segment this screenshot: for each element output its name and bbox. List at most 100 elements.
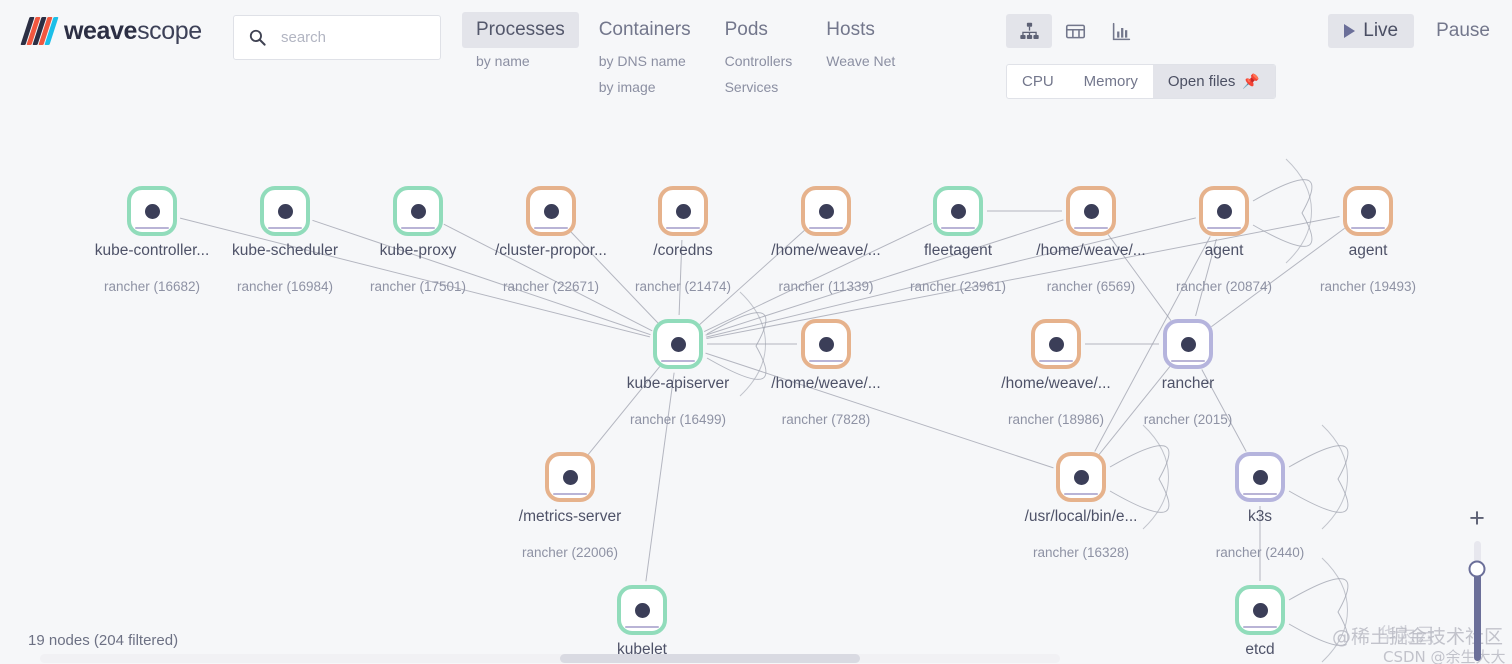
node-sublabel: rancher (17501) xyxy=(369,279,467,294)
node-shape xyxy=(617,585,667,635)
node-metric-bar xyxy=(401,226,435,229)
node-metric-bar xyxy=(1074,226,1108,229)
graph-self-loop-edge[interactable] xyxy=(1109,445,1170,513)
graph-edge[interactable] xyxy=(1201,369,1247,452)
pin-icon[interactable]: 📌 xyxy=(1242,73,1260,89)
graph-view-glyph xyxy=(1019,22,1039,39)
graph-node-home-weave-4[interactable]: /home/weave/...rancher (18986) xyxy=(1001,319,1111,427)
graph-edge[interactable] xyxy=(1098,366,1171,455)
topology-tab-pods[interactable]: Pods xyxy=(724,19,768,40)
node-sublabel: rancher (22671) xyxy=(502,279,600,294)
node-dot-icon xyxy=(410,203,426,219)
graph-edge[interactable] xyxy=(1195,238,1217,317)
zoom-slider-handle[interactable] xyxy=(1468,560,1486,578)
graph-edge[interactable] xyxy=(645,372,675,582)
graph-edge[interactable] xyxy=(570,231,659,324)
node-shape xyxy=(1343,186,1393,236)
graph-node-usr-local-bin[interactable]: /usr/local/bin/e...rancher (16328) xyxy=(1025,452,1137,560)
topology-subtab-services[interactable]: Services xyxy=(724,79,779,95)
graph-edge[interactable] xyxy=(587,366,661,455)
graph-node-home-weave-2[interactable]: /home/weave/...rancher (6569) xyxy=(1036,186,1146,294)
node-label: /usr/local/bin/e... xyxy=(1024,508,1138,525)
graph-node-home-weave-1[interactable]: /home/weave/...rancher (11339) xyxy=(771,186,881,294)
graph-self-loop-edge[interactable] xyxy=(1288,578,1349,646)
graph-self-loop-edge[interactable] xyxy=(1252,179,1313,247)
graph-edge[interactable] xyxy=(705,352,1054,469)
node-metric-bar xyxy=(809,226,843,229)
graph-edge[interactable] xyxy=(678,239,683,316)
graph-edge[interactable] xyxy=(1094,236,1211,452)
graph-node-etcd[interactable]: etcd xyxy=(1235,585,1285,658)
metric-tab-open-files[interactable]: Open files📌 xyxy=(1152,65,1275,98)
node-shape xyxy=(260,186,310,236)
node-shape xyxy=(1199,186,1249,236)
graph-edge[interactable] xyxy=(706,217,1196,338)
zoom-slider-track[interactable] xyxy=(1468,541,1486,661)
horizontal-scrollbar-thumb[interactable] xyxy=(560,654,860,663)
zoom-in-button[interactable]: + xyxy=(1469,503,1485,533)
node-label: kube-apiserver xyxy=(626,375,730,392)
graph-edge[interactable] xyxy=(699,230,805,325)
node-shape xyxy=(1056,452,1106,502)
topology-tab-processes[interactable]: Processes xyxy=(462,12,579,48)
topology-subtab-by-dns-name[interactable]: by DNS name xyxy=(598,53,686,69)
node-dot-icon xyxy=(1216,203,1232,219)
metric-tab-label: Memory xyxy=(1083,73,1138,90)
topology-tab-hosts[interactable]: Hosts xyxy=(826,19,875,40)
live-button[interactable]: Live xyxy=(1328,14,1415,48)
graph-edge[interactable] xyxy=(706,215,1340,340)
topology-subtab-by-image[interactable]: by image xyxy=(598,79,656,95)
node-dot-icon xyxy=(1073,469,1089,485)
graph-edge[interactable] xyxy=(312,219,651,336)
node-label: k3s xyxy=(1247,508,1273,525)
topology-subtab-weave-net[interactable]: Weave Net xyxy=(826,53,896,69)
node-count-status: 19 nodes (204 filtered) xyxy=(28,632,179,649)
node-metric-bar xyxy=(268,226,302,229)
zoom-control[interactable]: + xyxy=(1462,505,1492,661)
node-shape xyxy=(1235,452,1285,502)
search-box[interactable] xyxy=(233,15,441,60)
graph-node-fleetagent[interactable]: fleetagent rancher (23961) xyxy=(910,186,1006,294)
topology-subtab-by-name[interactable]: by name xyxy=(476,53,530,69)
graph-node-home-weave-3[interactable]: /home/weave/...rancher (7828) xyxy=(771,319,881,427)
graph-view-icon[interactable] xyxy=(1006,14,1052,48)
metric-tab-cpu[interactable]: CPU xyxy=(1007,65,1069,98)
graph-edge[interactable] xyxy=(179,217,651,338)
topology-tab-containers[interactable]: Containers xyxy=(598,19,691,40)
app-logo[interactable]: weavescope xyxy=(20,14,202,48)
horizontal-scrollbar[interactable] xyxy=(40,654,1060,663)
node-sublabel: rancher (23961) xyxy=(909,279,1007,294)
graph-edge[interactable] xyxy=(1211,227,1345,328)
node-label: kubelet xyxy=(617,641,667,658)
resource-view-icon[interactable] xyxy=(1098,14,1144,48)
search-input[interactable] xyxy=(279,28,430,47)
node-label: /home/weave/... xyxy=(1001,375,1111,392)
topology-subtab-controllers[interactable]: Controllers xyxy=(724,53,793,69)
graph-edge[interactable] xyxy=(1107,234,1172,321)
graph-node-cluster-propor[interactable]: /cluster-propor...rancher (22671) xyxy=(495,186,607,294)
graph-node-kubelet[interactable]: kubelet xyxy=(617,585,667,658)
metric-tab-memory[interactable]: Memory xyxy=(1069,65,1153,98)
table-view-icon[interactable] xyxy=(1052,14,1098,48)
node-dot-icon xyxy=(634,602,650,618)
graph-self-loop-edge[interactable] xyxy=(706,312,767,380)
pause-button[interactable]: Pause xyxy=(1436,20,1490,41)
graph-edge[interactable] xyxy=(443,223,653,332)
graph-node-kube-controller[interactable]: kube-controller...rancher (16682) xyxy=(95,186,209,294)
graph-self-loop-edge[interactable] xyxy=(1288,445,1349,513)
node-label: fleetagent xyxy=(923,242,993,259)
graph-edge[interactable] xyxy=(703,222,933,333)
